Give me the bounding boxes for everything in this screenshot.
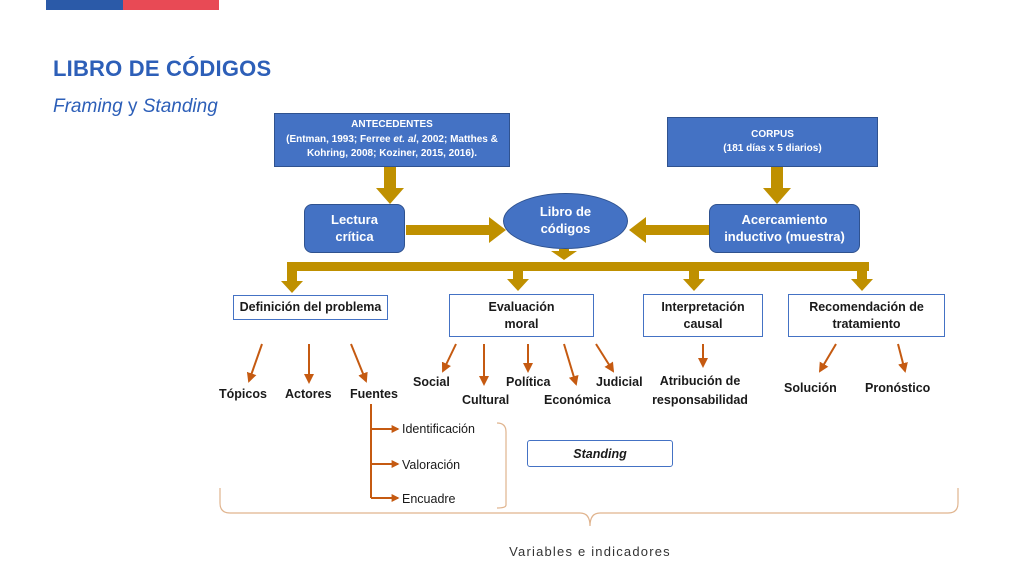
arrow-economica <box>563 343 579 386</box>
slide-title: LIBRO DE CÓDIGOS <box>53 56 272 81</box>
leaf-economica: Económica <box>544 393 611 407</box>
interpretacion-line2: causal <box>683 316 723 331</box>
evaluacion-line1: Evaluación <box>488 299 555 314</box>
lectura-line1: Lectura <box>331 211 378 227</box>
antecedentes-heading: ANTECEDENTES <box>351 119 433 131</box>
sub-identificacion: Identificación <box>402 422 475 436</box>
corpus-detail: (181 días x 5 diarios) <box>723 143 822 154</box>
standing-label: Standing <box>573 446 627 461</box>
leaf-topicos: Tópicos <box>219 387 267 401</box>
libro-codigos-ellipse: Libro de códigos <box>503 193 628 249</box>
arrow-fuentes <box>350 343 368 383</box>
arrow-judicial <box>595 343 615 373</box>
leaf-pronostico: Pronóstico <box>865 381 931 395</box>
antecedentes-refs-line1: (Entman, 1993; Ferree et. al, 2002; Matt… <box>286 133 498 145</box>
standing-bracket <box>496 422 507 509</box>
arrow-pronostico <box>897 343 908 373</box>
lectura-critica-box: Lectura crítica <box>304 204 405 253</box>
sub-valoracion: Valoración <box>402 458 461 472</box>
arrow-lectura-to-libro <box>406 217 506 243</box>
recomendacion-line2: tratamiento <box>832 316 901 331</box>
libro-line2: códigos <box>540 221 591 236</box>
subtitle-framing: Framing <box>53 96 123 117</box>
arrow-acercamiento-to-libro <box>629 217 709 243</box>
leaf-atribucion-responsabilidad: Atribución de responsabilidad <box>652 372 748 411</box>
arrow-topicos <box>246 343 263 383</box>
antecedentes-refs-line2: Kohring, 2008; Koziner, 2015, 2016). <box>306 148 478 160</box>
leaf-cultural: Cultural <box>462 393 510 407</box>
bottom-brace <box>219 488 959 527</box>
recomendacion-tratamiento-box: Recomendación de tratamiento <box>788 294 945 337</box>
arrow-to-interpretacion <box>683 271 705 291</box>
atribucion-line2: responsabilidad <box>652 393 748 408</box>
arrow-to-definicion <box>281 271 303 293</box>
interpretacion-causal-box: Interpretación causal <box>643 294 763 337</box>
acercamiento-inductivo-box: Acercamiento inductivo (muestra) <box>709 204 860 253</box>
atribucion-line1: Atribución de <box>659 374 741 388</box>
evaluacion-line2: moral <box>504 316 539 331</box>
leaf-social: Social <box>413 375 450 389</box>
acercamiento-line1: Acercamiento <box>741 211 828 227</box>
sub-encuadre: Encuadre <box>402 492 456 506</box>
leaf-fuentes: Fuentes <box>350 387 398 401</box>
evaluacion-moral-box: Evaluación moral <box>449 294 594 337</box>
leaf-actores: Actores <box>285 387 332 401</box>
leaf-judicial: Judicial <box>596 375 643 389</box>
flag-bar-red <box>123 0 219 10</box>
definicion-problema-box: Definición del problema <box>233 295 388 320</box>
definicion-label: Definición del problema <box>239 300 382 315</box>
arrow-corpus-down <box>763 167 791 204</box>
corpus-box: CORPUS (181 días x 5 diarios) <box>667 117 878 167</box>
subtitle-connector: y <box>122 96 143 117</box>
slide-subtitle: Framing y Standing <box>53 96 218 118</box>
standing-box: Standing <box>527 440 673 467</box>
leaf-politica: Política <box>506 375 551 389</box>
acercamiento-line2: inductivo (muestra) <box>724 228 845 244</box>
arrow-to-recomendacion <box>851 271 873 291</box>
flag-bar-blue <box>46 0 123 10</box>
gold-horizontal-bar <box>287 262 869 271</box>
libro-line1: Libro de <box>539 204 592 220</box>
arrow-solucion <box>818 343 837 373</box>
subtitle-standing: Standing <box>142 96 218 117</box>
leaf-solucion: Solución <box>784 381 837 395</box>
antecedentes-box: ANTECEDENTES (Entman, 1993; Ferree et. a… <box>274 113 510 167</box>
recomendacion-line1: Recomendación de <box>809 299 924 314</box>
variables-indicadores-caption: Variables e indicadores <box>509 544 671 559</box>
interpretacion-line1: Interpretación <box>661 299 745 314</box>
lectura-line2: crítica <box>335 228 374 244</box>
arrow-social <box>441 343 457 373</box>
corpus-heading: CORPUS <box>751 128 794 140</box>
arrow-antecedentes-down <box>376 167 404 204</box>
arrow-to-evaluacion <box>507 271 529 291</box>
arrow-libro-down <box>551 249 577 260</box>
